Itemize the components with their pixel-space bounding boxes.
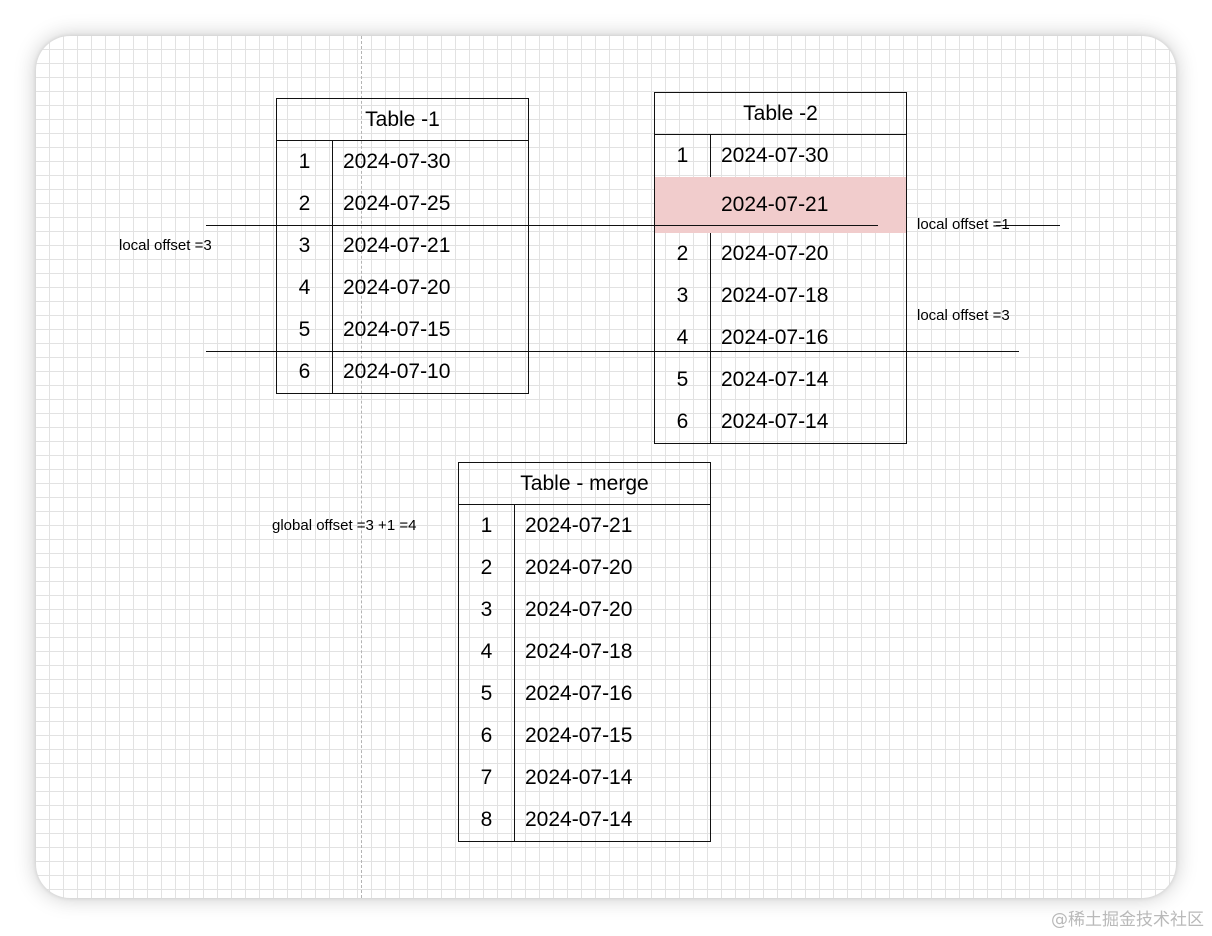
right-local-offset-3-label: local offset =3 xyxy=(917,307,1010,324)
table-1: Table -1 1 2024-07-30 2 2024-07-25 3 2024-07-… xyxy=(276,98,529,394)
table-row: 5 2024-07-16 xyxy=(459,673,710,715)
row-date: 2024-07-14 xyxy=(721,410,829,433)
table-row: 3 2024-07-20 xyxy=(459,589,710,631)
vertical-guide-line xyxy=(361,36,362,898)
row-index: 1 xyxy=(298,150,311,173)
row-index: 2 xyxy=(480,556,493,579)
table-row: 1 2024-07-21 xyxy=(459,505,710,547)
row-index: 6 xyxy=(676,410,689,433)
row-date: 2024-07-15 xyxy=(525,724,633,747)
table-1-title: Table -1 xyxy=(277,99,528,141)
table-merge-title: Table - merge xyxy=(459,463,710,505)
row-date: 2024-07-14 xyxy=(721,368,829,391)
row-index: 4 xyxy=(298,276,311,299)
row-index: 6 xyxy=(480,724,493,747)
table-row: 2 2024-07-25 xyxy=(277,183,528,225)
table-2: Table -2 1 2024-07-30 2024-07-21 2 2024-07-2… xyxy=(654,92,907,444)
row-index: 4 xyxy=(676,326,689,349)
row-date: 2024-07-21 xyxy=(343,234,451,257)
row-date: 2024-07-21 xyxy=(525,514,633,537)
row-index: 5 xyxy=(480,682,493,705)
row-index: 4 xyxy=(480,640,493,663)
row-date: 2024-07-25 xyxy=(343,192,451,215)
table-row: 1 2024-07-30 xyxy=(655,135,906,177)
row-index: 6 xyxy=(298,360,311,383)
row-index: 7 xyxy=(480,766,493,789)
table-row: 8 2024-07-14 xyxy=(459,799,710,841)
table-2-column-divider xyxy=(710,135,711,443)
table-2-title: Table -2 xyxy=(655,93,906,135)
watermark: @稀土掘金技术社区 xyxy=(1051,910,1204,930)
table-row: 4 2024-07-16 xyxy=(655,317,906,359)
row-date: 2024-07-21 xyxy=(721,193,829,216)
row-index: 3 xyxy=(298,234,311,257)
row-date: 2024-07-18 xyxy=(721,284,829,307)
table-row: 6 2024-07-10 xyxy=(277,351,528,393)
table-1-body: 1 2024-07-30 2 2024-07-25 3 2024-07-21 4 2024-0… xyxy=(277,141,528,393)
row-date: 2024-07-18 xyxy=(525,640,633,663)
table-row: 3 2024-07-18 xyxy=(655,275,906,317)
left-local-offset-label: local offset =3 xyxy=(119,237,212,254)
offset-line-right-tail xyxy=(996,225,1060,226)
row-date: 2024-07-20 xyxy=(721,242,829,265)
row-date: 2024-07-16 xyxy=(721,326,829,349)
row-date: 2024-07-15 xyxy=(343,318,451,341)
table-row: 7 2024-07-14 xyxy=(459,757,710,799)
table-row: 4 2024-07-18 xyxy=(459,631,710,673)
row-index: 5 xyxy=(676,368,689,391)
table-row: 2 2024-07-20 xyxy=(459,547,710,589)
row-index: 5 xyxy=(298,318,311,341)
global-offset-label: global offset =3 +1 =4 xyxy=(272,517,417,534)
row-date: 2024-07-20 xyxy=(525,556,633,579)
row-index: 3 xyxy=(676,284,689,307)
row-index: 2 xyxy=(676,242,689,265)
table-merge: Table - merge 1 2024-07-21 2 2024-07-20 3 202… xyxy=(458,462,711,842)
table-row: 5 2024-07-14 xyxy=(655,359,906,401)
row-index: 1 xyxy=(676,144,689,167)
diagram-canvas: Table -1 1 2024-07-30 2 2024-07-25 3 2024-07-… xyxy=(36,36,1176,898)
offset-line-bottom xyxy=(206,351,1019,352)
table-merge-column-divider xyxy=(514,505,515,841)
table-row: 2 2024-07-20 xyxy=(655,233,906,275)
row-date: 2024-07-10 xyxy=(343,360,451,383)
table-row: 1 2024-07-30 xyxy=(277,141,528,183)
table-1-column-divider xyxy=(332,141,333,393)
offset-line-top xyxy=(206,225,878,226)
table-row: 4 2024-07-20 xyxy=(277,267,528,309)
table-2-body: 1 2024-07-30 2024-07-21 2 2024-07-20 3 2024-07… xyxy=(655,135,906,443)
row-date: 2024-07-20 xyxy=(525,598,633,621)
table-row: 5 2024-07-15 xyxy=(277,309,528,351)
row-index: 1 xyxy=(480,514,493,537)
table-row: 3 2024-07-21 xyxy=(277,225,528,267)
table-row-highlighted: 2024-07-21 xyxy=(655,177,906,233)
row-index: 2 xyxy=(298,192,311,215)
row-index: 3 xyxy=(480,598,493,621)
row-date: 2024-07-14 xyxy=(525,808,633,831)
row-date: 2024-07-16 xyxy=(525,682,633,705)
row-date: 2024-07-20 xyxy=(343,276,451,299)
table-row: 6 2024-07-14 xyxy=(655,401,906,443)
row-date: 2024-07-30 xyxy=(721,144,829,167)
table-row: 6 2024-07-15 xyxy=(459,715,710,757)
row-index: 8 xyxy=(480,808,493,831)
row-date: 2024-07-14 xyxy=(525,766,633,789)
row-date: 2024-07-30 xyxy=(343,150,451,173)
right-local-offset-1-label: local offset =1 xyxy=(917,216,1010,233)
table-merge-body: 1 2024-07-21 2 2024-07-20 3 2024-07-20 4 2024-0… xyxy=(459,505,710,841)
